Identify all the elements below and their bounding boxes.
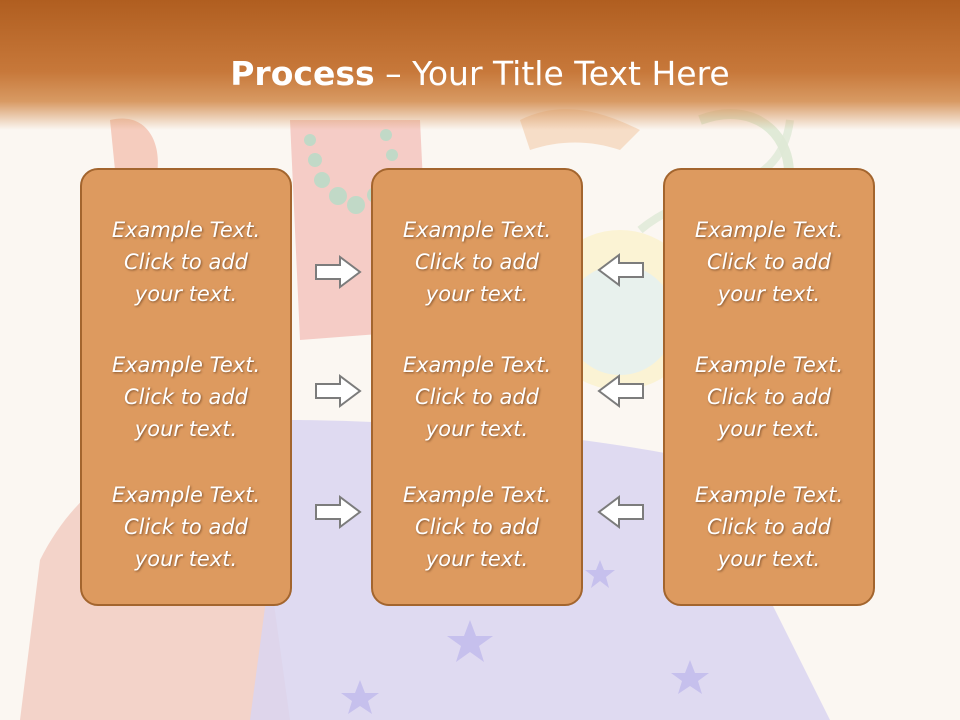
text-placeholder[interactable]: Example Text. Click to add your text. xyxy=(694,483,844,571)
right-arrow-icon[interactable] xyxy=(314,495,362,529)
text-placeholder[interactable]: Example Text. Click to add your text. xyxy=(694,218,844,306)
slide-title[interactable]: Process – Your Title Text Here xyxy=(0,52,960,96)
text-placeholder[interactable]: Example Text. Click to add your text. xyxy=(402,218,552,306)
title-bold-part: Process xyxy=(230,54,375,93)
text-placeholder[interactable]: Example Text. Click to add your text. xyxy=(111,218,261,306)
left-arrow-icon[interactable] xyxy=(597,495,645,529)
text-placeholder[interactable]: Example Text. Click to add your text. xyxy=(402,353,552,441)
text-placeholder[interactable]: Example Text. Click to add your text. xyxy=(402,483,552,571)
text-placeholder[interactable]: Example Text. Click to add your text. xyxy=(111,483,261,571)
left-arrow-icon[interactable] xyxy=(597,253,645,287)
title-bar xyxy=(0,0,960,130)
process-box-3[interactable]: Example Text. Click to add your text. Ex… xyxy=(663,168,875,606)
process-box-1[interactable]: Example Text. Click to add your text. Ex… xyxy=(80,168,292,606)
text-placeholder[interactable]: Example Text. Click to add your text. xyxy=(694,353,844,441)
title-rest: – Your Title Text Here xyxy=(374,54,730,93)
right-arrow-icon[interactable] xyxy=(314,255,362,289)
right-arrow-icon[interactable] xyxy=(314,374,362,408)
left-arrow-icon[interactable] xyxy=(597,374,645,408)
text-placeholder[interactable]: Example Text. Click to add your text. xyxy=(111,353,261,441)
process-box-2[interactable]: Example Text. Click to add your text. Ex… xyxy=(371,168,583,606)
